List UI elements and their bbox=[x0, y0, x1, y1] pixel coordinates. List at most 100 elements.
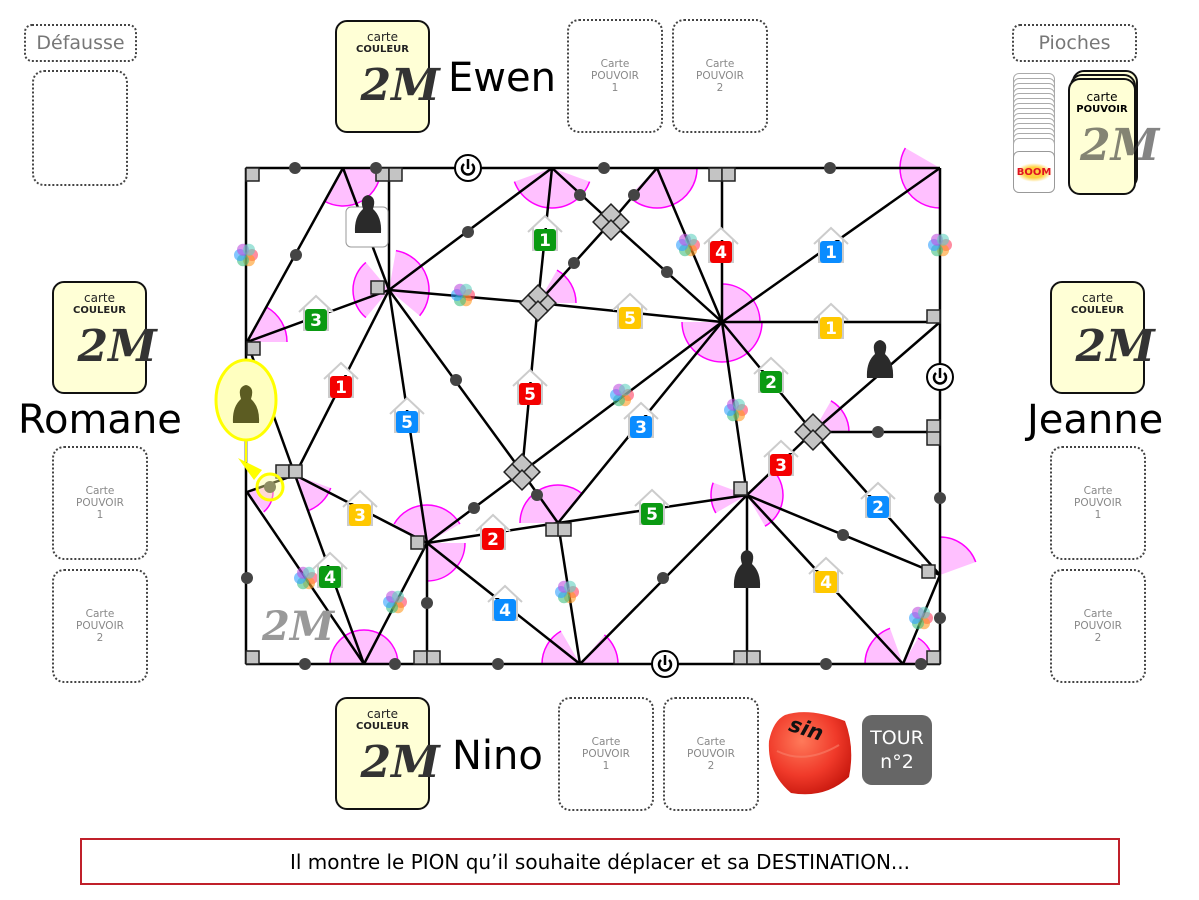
dice[interactable]: sin bbox=[765, 707, 853, 799]
board-node[interactable] bbox=[531, 489, 543, 501]
slot-text: 1 bbox=[611, 82, 619, 94]
house-badge[interactable] bbox=[760, 371, 782, 393]
board-node[interactable] bbox=[568, 257, 580, 269]
angle-marker bbox=[628, 168, 697, 209]
angle-arc bbox=[864, 627, 891, 665]
right-angle-marker bbox=[245, 650, 260, 665]
board-node[interactable] bbox=[370, 162, 382, 174]
house-badge[interactable] bbox=[494, 599, 516, 621]
house-badge[interactable] bbox=[710, 241, 732, 263]
slot-text: POUVOIR bbox=[591, 70, 639, 82]
house-number: 3 bbox=[310, 311, 322, 331]
right-angle-marker bbox=[388, 167, 403, 182]
house-number: 4 bbox=[324, 568, 336, 588]
boom-deck[interactable]: BOOM bbox=[1013, 73, 1055, 193]
board-node[interactable] bbox=[820, 658, 832, 670]
house-badge[interactable] bbox=[305, 309, 327, 331]
pawn[interactable] bbox=[354, 195, 382, 233]
right-angle-marker bbox=[926, 650, 941, 665]
slot-text: POUVOIR bbox=[582, 748, 630, 760]
color-card-nino[interactable]: carte COULEUR 2M bbox=[335, 697, 440, 810]
house-badge[interactable] bbox=[519, 383, 541, 405]
house-badge[interactable] bbox=[630, 416, 652, 438]
pawn[interactable] bbox=[232, 385, 260, 423]
right-angle-marker bbox=[926, 419, 941, 434]
angle-marker bbox=[247, 307, 287, 342]
color-card-romane[interactable]: carte COULEUR 2M bbox=[52, 281, 157, 394]
angle-arc bbox=[352, 261, 367, 319]
color-card-jeanne[interactable]: carte COULEUR 2M bbox=[1050, 281, 1155, 394]
house-badge[interactable] bbox=[349, 504, 371, 526]
slot-text: 1 bbox=[602, 760, 610, 772]
angle-arc bbox=[899, 147, 941, 209]
board-node[interactable] bbox=[241, 572, 253, 584]
board-node[interactable] bbox=[421, 597, 433, 609]
house-badge[interactable] bbox=[330, 376, 352, 398]
house-badge[interactable] bbox=[396, 411, 418, 433]
house-badge[interactable] bbox=[319, 566, 341, 588]
draw-piles-label: Pioches bbox=[1012, 24, 1137, 62]
power-deck[interactable]: carte POUVOIR 2M bbox=[1068, 70, 1159, 195]
house-badge[interactable] bbox=[820, 317, 842, 339]
board-node[interactable] bbox=[290, 249, 302, 261]
flower-icon bbox=[619, 383, 631, 396]
board-node[interactable] bbox=[289, 162, 301, 174]
right-angle-marker bbox=[921, 564, 936, 579]
board-node[interactable] bbox=[299, 658, 311, 670]
board-node[interactable] bbox=[934, 612, 946, 624]
angle-arc bbox=[710, 482, 717, 514]
turn-label: TOUR bbox=[870, 727, 924, 749]
board-node[interactable] bbox=[492, 658, 504, 670]
angle-arc bbox=[395, 249, 430, 317]
house-badge[interactable] bbox=[482, 528, 504, 550]
flower-icon bbox=[243, 243, 255, 256]
board-node[interactable] bbox=[934, 492, 946, 504]
crossing-marker bbox=[527, 300, 549, 322]
board-node[interactable] bbox=[657, 572, 669, 584]
house-number: 3 bbox=[635, 418, 647, 438]
board-node[interactable] bbox=[389, 658, 401, 670]
board-node[interactable] bbox=[824, 162, 836, 174]
board-node[interactable] bbox=[915, 658, 927, 670]
angle-marker bbox=[900, 148, 940, 208]
house-badge[interactable] bbox=[641, 503, 663, 525]
board-node[interactable] bbox=[837, 529, 849, 541]
color-card-ewen[interactable]: carte COULEUR 2M bbox=[335, 20, 440, 133]
house-badge[interactable] bbox=[534, 229, 556, 251]
board-node[interactable] bbox=[661, 266, 673, 278]
house-badge[interactable] bbox=[619, 307, 641, 329]
pawn[interactable] bbox=[866, 340, 894, 378]
destination-highlight[interactable] bbox=[255, 472, 285, 502]
board-node[interactable] bbox=[264, 481, 276, 493]
house-badge[interactable] bbox=[815, 571, 837, 593]
board-node[interactable] bbox=[574, 189, 586, 201]
pawn[interactable] bbox=[733, 550, 761, 588]
slot-text: POUVOIR bbox=[1074, 620, 1122, 632]
turn-number: n°2 bbox=[880, 751, 914, 773]
house-badge[interactable] bbox=[820, 241, 842, 263]
house-number: 5 bbox=[401, 413, 413, 433]
house-badge[interactable] bbox=[770, 454, 792, 476]
instruction-message: Il montre le PION qu’il souhaite déplace… bbox=[80, 838, 1120, 885]
right-angle-marker bbox=[545, 522, 560, 537]
right-angle-marker bbox=[246, 341, 261, 356]
board-node[interactable] bbox=[450, 374, 462, 386]
board-node[interactable] bbox=[462, 226, 474, 238]
board-node[interactable] bbox=[872, 426, 884, 438]
slot-text: Carte bbox=[591, 736, 621, 748]
house-number: 4 bbox=[820, 573, 832, 593]
house-badge[interactable] bbox=[867, 496, 889, 518]
board-node[interactable] bbox=[468, 502, 480, 514]
board-node[interactable] bbox=[628, 189, 640, 201]
board-node[interactable] bbox=[598, 162, 610, 174]
discard-pile[interactable] bbox=[32, 70, 128, 186]
